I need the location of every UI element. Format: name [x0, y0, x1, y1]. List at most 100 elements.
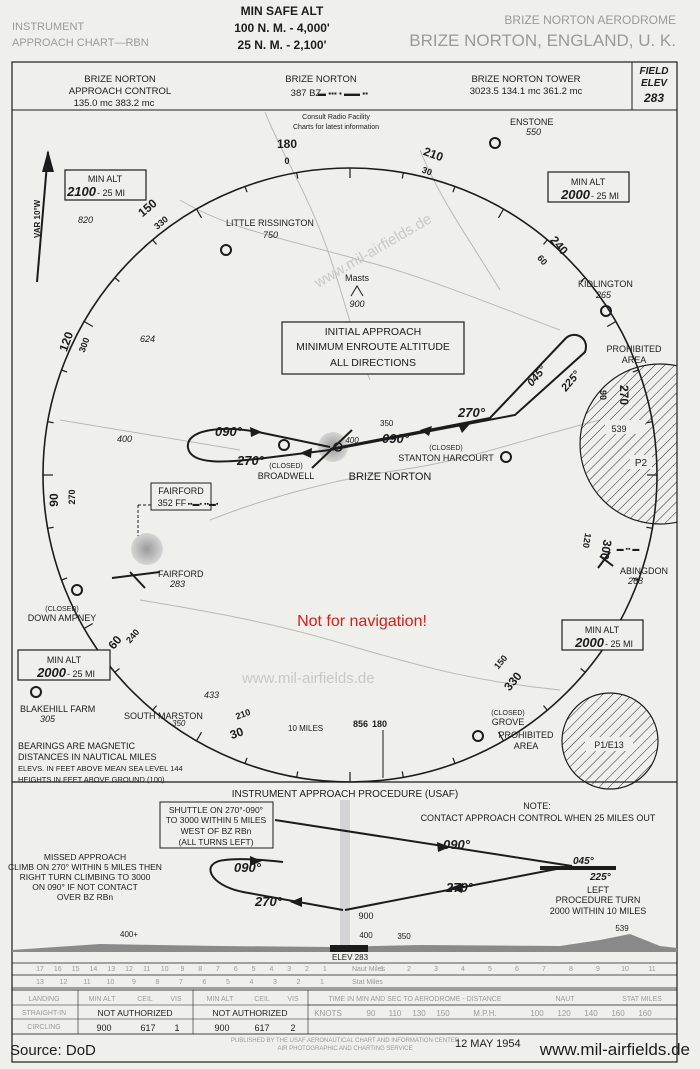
procedure-turn-line-2: PROCEDURE TURN	[556, 895, 641, 905]
consult-note-2: Charts for latest information	[293, 124, 379, 131]
circle-tick	[606, 320, 617, 328]
bearing-856-spot: 856	[353, 719, 368, 729]
procedure-090-top: 090°	[443, 837, 471, 852]
not-authorized-a: NOT AUTHORIZED	[98, 1008, 173, 1018]
abingdon-morse: ▬ ▪▪ ▬	[617, 546, 640, 553]
consult-note-1: Consult Radio Facility	[302, 114, 370, 121]
airfield-name: GROVE	[492, 717, 525, 727]
track-270-east: 270°	[457, 405, 486, 420]
profile-spot-400-left: 400+	[120, 930, 138, 939]
prohibited-area-p1: P1/E13	[561, 692, 659, 790]
naut-scale-number: 16	[54, 966, 62, 973]
airfield-elevation: 350	[172, 719, 186, 728]
chart-date: 12 MAY 1954	[455, 1038, 521, 1050]
masts-height: 900	[349, 299, 364, 309]
naut-scale-right-number: 7	[542, 966, 546, 973]
note-distances: DISTANCES IN NAUTICAL MILES	[18, 752, 157, 762]
initial-approach-line-2: MINIMUM ENROUTE ALTITUDE	[296, 341, 450, 353]
procedure-270-right: 270°	[445, 880, 474, 895]
airfield-name: LITTLE RISSINGTON	[226, 218, 314, 228]
note-heights: HEIGHTS IN FEET ABOVE GROUND (100)	[18, 775, 165, 784]
airfield-little-rissington: LITTLE RISSINGTON 750	[220, 218, 314, 256]
circling-minimum-a: 900	[96, 1023, 111, 1033]
naut-scale-number: 4	[269, 966, 273, 973]
naut-scale-number: 11	[143, 966, 150, 973]
procedure-note-title: NOTE:	[523, 801, 551, 811]
not-for-navigation-warning: Not for navigation!	[297, 613, 427, 630]
airfield-closed-label: (CLOSED)	[45, 606, 78, 613]
minimums-header-b: MIN ALT	[207, 996, 234, 1003]
airfield-closed-label: (CLOSED)	[491, 710, 524, 717]
tower-frequencies: 3023.5 134.1 mc 361.2 mc	[470, 86, 583, 97]
shuttle-line-2: TO 3000 WITHIN 5 MILES	[166, 815, 267, 825]
stat-scale-number: 5	[226, 979, 230, 986]
procedure-225: 225°	[589, 872, 612, 883]
speed-knots: 130	[412, 1009, 426, 1018]
naut-scale-number: 3	[287, 966, 291, 973]
min-safe-alt-25nm: 25 N. M. - 2,100'	[238, 38, 327, 52]
chart-notes: BEARINGS ARE MAGNETIC DISTANCES IN NAUTI…	[18, 741, 183, 784]
profile-elevation: ELEV 283	[332, 953, 369, 962]
circle-tick	[497, 208, 505, 219]
track-270-west: 270°	[236, 453, 265, 468]
airfield-name: DOWN AMPNEY	[28, 613, 97, 623]
min-alt-value-sw: 2000	[36, 665, 67, 680]
minimums-row-label: STRAIGHT-IN	[22, 1010, 66, 1017]
time-distance-title: TIME IN MIN AND SEC TO AERODROME - DISTA…	[328, 996, 501, 1003]
naut-scale-right-number: 9	[596, 966, 600, 973]
min-alt-box-nw: MIN ALT 2100 - 25 MI	[64, 169, 147, 201]
site-credit: www.mil-airfields.de	[539, 1040, 690, 1059]
bearing-120-nw: 120	[56, 330, 76, 354]
circle-tick	[452, 757, 456, 764]
bearing-210-sw: 210	[234, 707, 252, 722]
circling-minimum-b: 617	[254, 1023, 269, 1033]
circle-tick	[61, 577, 68, 581]
minimums-header-a: MIN ALT	[89, 996, 116, 1003]
missed-line-2: CLIMB ON 270° WITHIN 5 MILES THEN	[8, 862, 162, 872]
naut-scale-number: 6	[234, 966, 238, 973]
airfield-name: KIDLINGTON	[578, 279, 633, 289]
airfield-name: FAIRFORD	[158, 569, 204, 579]
naut-scale-number: 7	[216, 966, 220, 973]
min-alt-label: MIN ALT	[88, 174, 123, 184]
missed-line-1: MISSED APPROACH	[44, 852, 126, 862]
knots-header: KNOTS	[314, 1009, 342, 1018]
airfield-name: BROADWELL	[258, 471, 315, 481]
airfield-name: STANTON HARCOURT	[398, 453, 494, 463]
airfield-elevation: 265	[595, 290, 612, 300]
spot-elevation-400: 400	[117, 434, 132, 444]
field-elev-label-2: ELEV	[641, 78, 668, 89]
circle-tick	[543, 705, 548, 711]
bearing-0-north: 0	[284, 156, 289, 166]
circle-tick	[152, 705, 157, 711]
bearing-30: 30	[421, 165, 434, 178]
airfield-blakehill-farm: BLAKEHILL FARM 305	[20, 686, 95, 724]
track-090-west: 090°	[215, 424, 243, 439]
stat-scale-number: 9	[132, 979, 136, 986]
naut-scale-right-number: 8	[569, 966, 573, 973]
circle-tick	[632, 577, 639, 581]
shuttle-line-3: WEST OF BZ RBn	[181, 826, 252, 836]
min-alt-label: MIN ALT	[47, 655, 82, 665]
prohibited-label-2: AREA	[622, 355, 647, 365]
min-alt-suffix: - 25 MI	[67, 669, 95, 679]
circle-tick	[195, 731, 203, 742]
procedure-note-text: CONTACT APPROACH CONTROL WHEN 25 MILES O…	[421, 813, 656, 823]
missed-line-5: OVER BZ RBn	[57, 892, 113, 902]
shuttle-line-4: (ALL TURNS LEFT)	[178, 837, 253, 847]
approach-control-name-2: APPROACH CONTROL	[69, 86, 171, 97]
circle-tick	[452, 186, 456, 193]
initial-approach-line-3: ALL DIRECTIONS	[330, 357, 416, 369]
naut-scale-right-number: 5	[488, 966, 492, 973]
stat-scale-number: 7	[179, 979, 183, 986]
bearing-60: 60	[535, 253, 549, 267]
plan-view-terrain-lines	[59, 111, 601, 691]
chart-type-line-2: APPROACH CHART—RBN	[12, 37, 149, 49]
airfield-elevation: 268	[627, 576, 643, 586]
min-alt-suffix: - 25 MI	[97, 188, 125, 198]
circle-tick	[497, 731, 505, 742]
